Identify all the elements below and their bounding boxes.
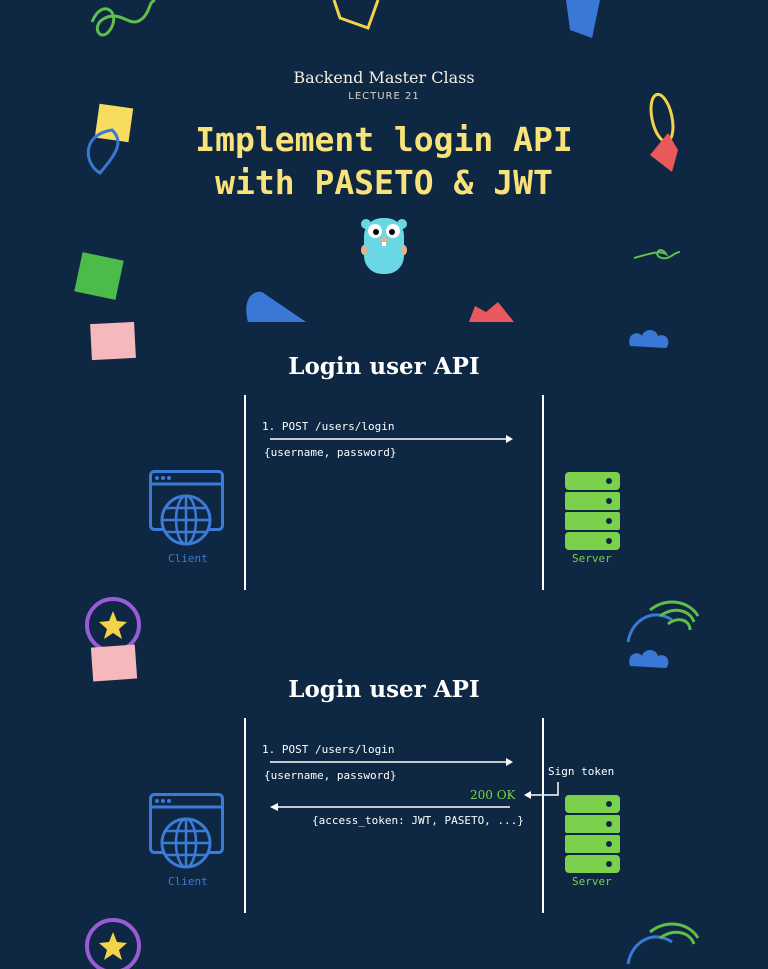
server-label: Server xyxy=(572,875,612,888)
blue-cloud xyxy=(629,330,669,348)
server-rack-icon xyxy=(565,472,620,550)
sign-token-arrow xyxy=(530,782,559,796)
client-label: Client xyxy=(168,552,208,565)
green-lines xyxy=(649,922,700,945)
request-arrowhead xyxy=(506,758,513,766)
main-title-line1: Implement login API xyxy=(195,120,573,159)
browser-globe-icon xyxy=(149,470,224,546)
server-label: Server xyxy=(572,552,612,565)
request-label: 1. POST /users/login xyxy=(262,420,395,433)
diagram2-title: Login user API xyxy=(288,676,480,703)
blue-lines xyxy=(626,613,673,643)
main-title: Implement login API with PASETO & JWT xyxy=(0,118,768,204)
flower-doodle xyxy=(99,932,127,960)
request-body: {username, password} xyxy=(264,769,397,782)
sign-token-arrowhead xyxy=(524,791,531,799)
green-square xyxy=(74,252,124,300)
course-title: Backend Master Class xyxy=(293,68,475,87)
pink-square xyxy=(90,321,136,361)
response-status: 200 OK xyxy=(470,788,516,802)
red-shape xyxy=(469,302,514,322)
diagram1-title: Login user API xyxy=(288,353,480,380)
request-label: 1. POST /users/login xyxy=(262,743,395,756)
blue-cloud xyxy=(629,650,669,668)
flower-doodle xyxy=(99,611,127,639)
yellow-outline-shape xyxy=(332,0,380,30)
request-arrowhead xyxy=(506,435,513,443)
purple-circle xyxy=(85,918,141,969)
green-squiggle xyxy=(633,249,681,260)
green-lines xyxy=(649,600,700,631)
client-label: Client xyxy=(168,875,208,888)
blue-wedge xyxy=(246,291,306,322)
pink-square xyxy=(90,644,138,682)
blue-lines xyxy=(626,935,673,965)
main-title-line2: with PASETO & JWT xyxy=(215,163,553,202)
response-body: {access_token: JWT, PASETO, ...} xyxy=(312,814,524,827)
browser-globe-icon xyxy=(149,793,224,869)
squiggle-doodle xyxy=(90,0,156,37)
red-shape xyxy=(650,133,678,172)
gopher-mascot-icon xyxy=(361,218,407,274)
blue-outline-shape xyxy=(86,128,120,175)
response-arrowhead xyxy=(270,803,278,811)
server-rack-icon xyxy=(565,795,620,873)
lecture-number: LECTURE 21 xyxy=(348,91,420,102)
blue-shape xyxy=(566,0,600,38)
request-body: {username, password} xyxy=(264,446,397,459)
sign-token-label: Sign token xyxy=(548,765,615,778)
